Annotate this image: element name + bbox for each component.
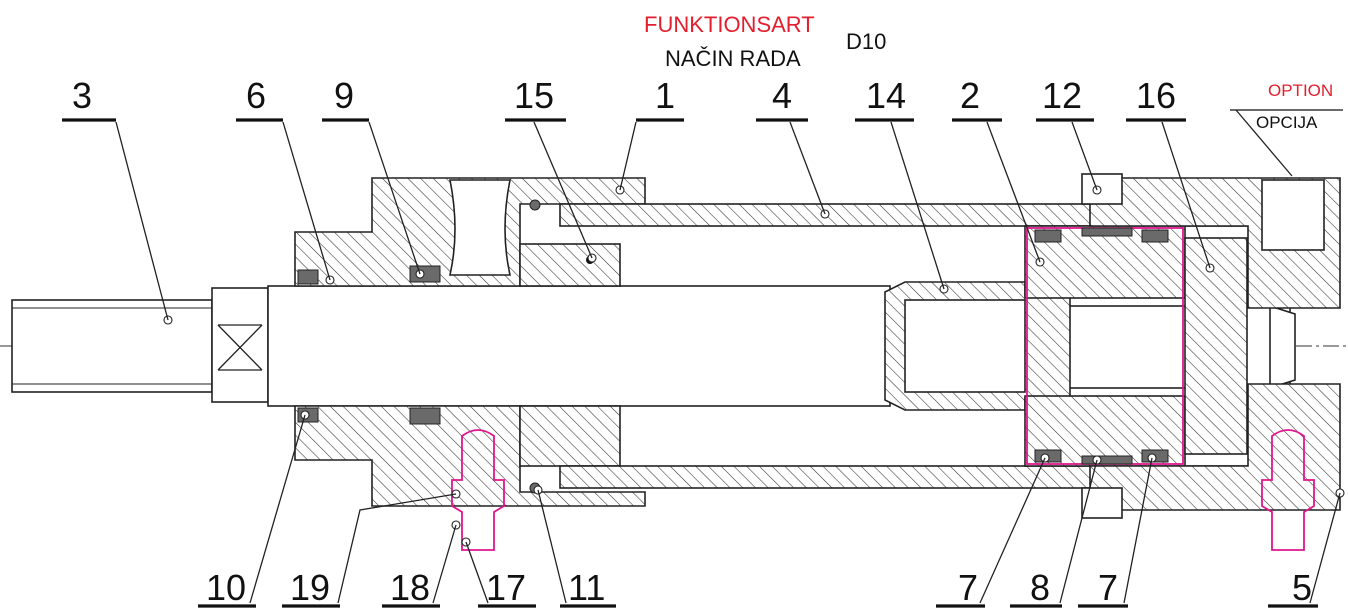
svg-text:8: 8	[1030, 567, 1050, 608]
leader-14	[890, 121, 945, 290]
leader-15	[533, 121, 593, 259]
piston-seal-upper-mid	[1081, 227, 1133, 237]
svg-text:5: 5	[1292, 567, 1312, 608]
svg-text:7: 7	[1098, 567, 1118, 608]
svg-text:4: 4	[772, 75, 792, 116]
leader-4	[789, 121, 826, 215]
svg-text:11: 11	[568, 567, 605, 608]
svg-text:17: 17	[486, 567, 526, 608]
label-8: 8	[1010, 567, 1062, 608]
option-label-en: OPTION	[1268, 81, 1333, 100]
label-1: 1	[636, 75, 684, 122]
svg-text:14: 14	[866, 75, 906, 116]
leader-19	[337, 493, 457, 604]
rear-port	[1261, 179, 1325, 251]
oring-front-upper	[529, 199, 541, 211]
bleed-screw-rear	[1261, 429, 1315, 551]
option-leader	[1235, 109, 1293, 177]
label-14: 14	[855, 75, 914, 122]
leader-5	[1309, 492, 1341, 604]
label-7a: 7	[936, 567, 985, 608]
piston-seal-upper-left	[1034, 229, 1062, 243]
label-16: 16	[1126, 75, 1186, 122]
piston-seal-lower-mid	[1081, 455, 1133, 465]
rod-thread	[11, 299, 213, 393]
svg-text:3: 3	[72, 75, 92, 116]
leader-2	[986, 121, 1041, 263]
leader-10	[249, 414, 306, 604]
leader-16	[1161, 121, 1211, 269]
label-2: 2	[952, 75, 1002, 122]
rod-hex	[211, 287, 269, 403]
label-11: 11	[560, 567, 616, 608]
label-17: 17	[478, 567, 536, 608]
front-port	[449, 179, 511, 276]
svg-text:9: 9	[334, 75, 354, 116]
leader-12	[1071, 121, 1098, 191]
rear-cushion-block	[1184, 237, 1248, 455]
title-function-hr: NAČIN RADA	[665, 46, 801, 71]
svg-text:7: 7	[958, 567, 978, 608]
piston-rod	[267, 285, 891, 407]
leader-3	[115, 121, 169, 321]
svg-text:2: 2	[960, 75, 980, 116]
leader-9	[368, 121, 421, 275]
svg-text:18: 18	[390, 567, 430, 608]
title-code: D10	[846, 29, 886, 54]
leader-1	[619, 121, 637, 191]
svg-text:1: 1	[655, 75, 675, 116]
label-15: 15	[505, 75, 566, 122]
svg-text:6: 6	[246, 75, 266, 116]
leader-6	[282, 121, 331, 281]
seal-rod-lower	[409, 407, 441, 425]
rod-end-tip	[1269, 304, 1296, 390]
label-19: 19	[282, 567, 340, 608]
nut-12-upper	[1081, 173, 1123, 205]
label-18: 18	[382, 567, 440, 608]
leader-11	[537, 489, 567, 604]
bleed-screw-front	[451, 429, 505, 551]
svg-text:12: 12	[1042, 75, 1082, 116]
title-function-de: FUNKTIONSART	[644, 12, 815, 37]
leader-7a	[979, 457, 1046, 604]
rod-hex-cross	[217, 324, 263, 371]
label-5: 5	[1268, 567, 1318, 608]
leader-7b	[1123, 457, 1153, 604]
leader-17	[465, 541, 489, 604]
option-label-hr: OPCIJA	[1256, 113, 1318, 132]
guide-bushing-upper	[519, 243, 621, 287]
leader-8	[1059, 459, 1098, 604]
rod-end-shaft	[1059, 305, 1291, 389]
guide-bushing-lower	[519, 405, 621, 467]
label-12: 12	[1036, 75, 1094, 122]
svg-text:15: 15	[514, 75, 554, 116]
label-7b: 7	[1078, 567, 1128, 608]
svg-text:16: 16	[1136, 75, 1176, 116]
label-3: 3	[62, 75, 116, 122]
label-10: 10	[198, 567, 256, 608]
leader-18	[432, 524, 457, 604]
wiper-upper	[297, 269, 319, 285]
cushion-bore	[904, 299, 1026, 393]
svg-text:19: 19	[290, 567, 330, 608]
piston-seal-upper-right	[1141, 229, 1169, 243]
seal-rod-upper	[409, 265, 441, 283]
label-4: 4	[756, 75, 808, 122]
label-6: 6	[236, 75, 283, 122]
svg-text:10: 10	[206, 567, 246, 608]
label-9: 9	[322, 75, 369, 122]
